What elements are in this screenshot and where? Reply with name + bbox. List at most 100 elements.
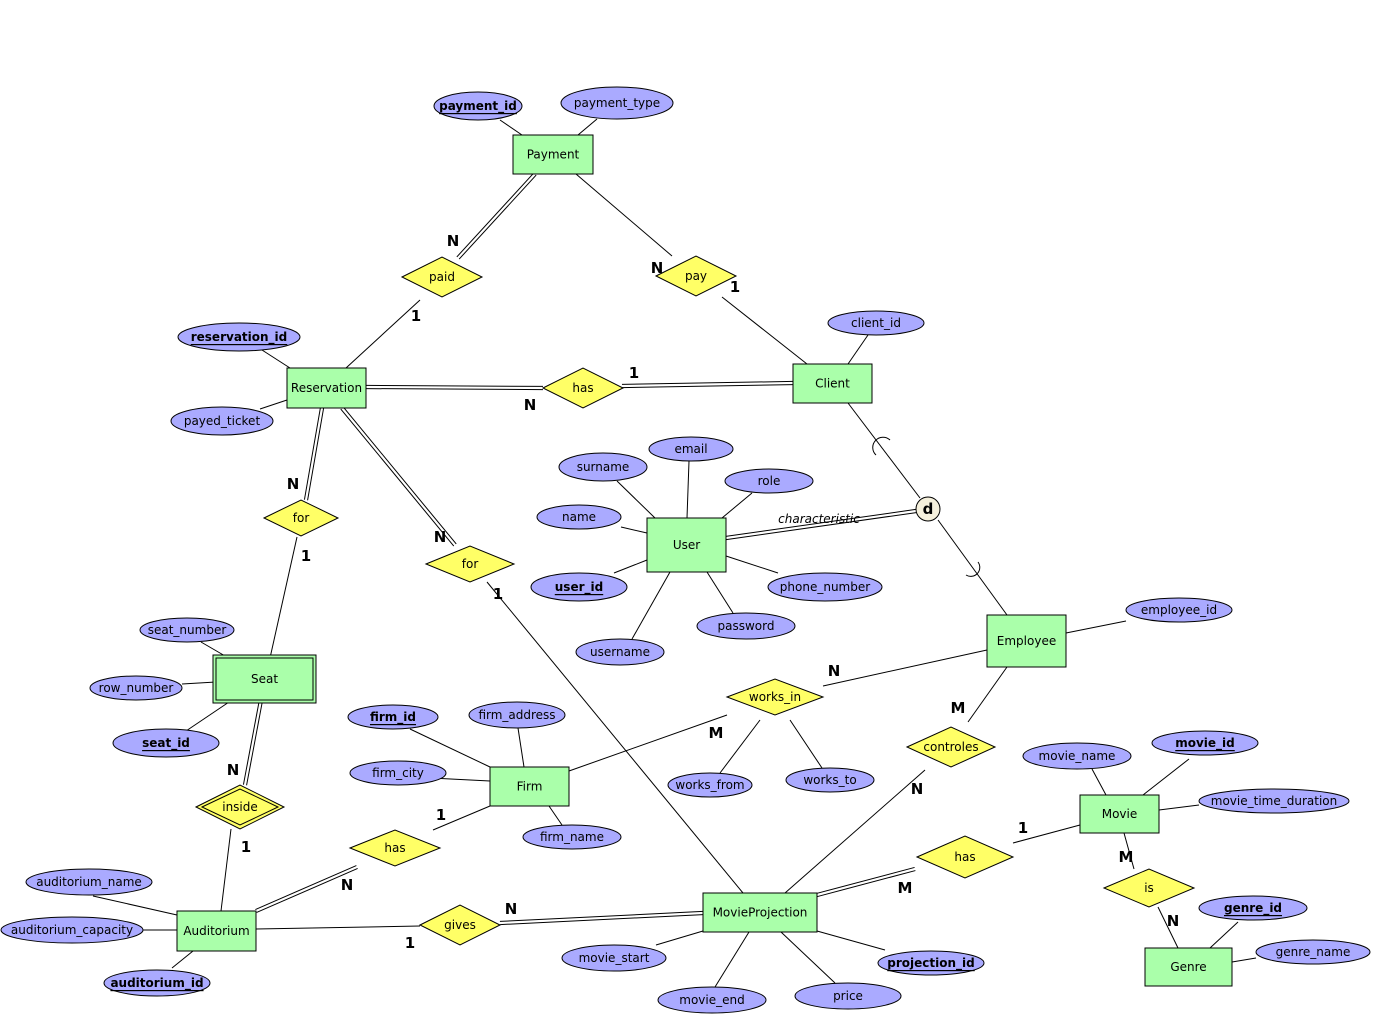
attribute-row-number[interactable]: row_number bbox=[89, 675, 183, 701]
entity-genre[interactable]: Genre bbox=[1144, 947, 1233, 987]
entity-user[interactable]: User bbox=[646, 517, 727, 573]
attribute-auditorium-name[interactable]: auditorium_name bbox=[25, 868, 153, 896]
attribute-firm-id[interactable]: firm_id bbox=[347, 704, 439, 730]
attribute-ellipse bbox=[468, 701, 566, 729]
entity-label: Movie bbox=[1102, 807, 1138, 821]
key-attribute-ellipse bbox=[347, 704, 439, 730]
attribute-movie-time-duration[interactable]: movie_time_duration bbox=[1198, 788, 1350, 814]
attribute-price[interactable]: price bbox=[794, 982, 902, 1010]
attribute-phone-number[interactable]: phone_number bbox=[767, 572, 883, 602]
attribute-email[interactable]: email bbox=[648, 436, 734, 462]
attribute-genre-name[interactable]: genre_name bbox=[1255, 939, 1371, 965]
entity-seat[interactable]: Seat bbox=[212, 654, 317, 704]
relationship-works-in[interactable]: works_in bbox=[725, 678, 825, 716]
connector-line bbox=[92, 895, 178, 916]
relationship-paid[interactable]: paid bbox=[400, 256, 484, 298]
connector-line bbox=[967, 666, 1008, 723]
relationship-diamond bbox=[915, 835, 1015, 879]
attribute-payment-id[interactable]: payment_id bbox=[433, 91, 523, 121]
attribute-employee-id[interactable]: employee_id bbox=[1125, 597, 1233, 623]
attribute-movie-name[interactable]: movie_name bbox=[1022, 742, 1132, 770]
attribute-ellipse bbox=[667, 772, 753, 798]
relationship-gives[interactable]: gives bbox=[418, 904, 502, 946]
attribute-payed-ticket[interactable]: payed_ticket bbox=[170, 406, 274, 436]
entity-payment[interactable]: Payment bbox=[512, 134, 594, 175]
attribute-firm-address[interactable]: firm_address bbox=[468, 701, 566, 729]
attribute-projection-id[interactable]: projection_id bbox=[877, 950, 985, 976]
relationship-controles[interactable]: controles bbox=[905, 726, 997, 768]
attribute-label: movie_name bbox=[1039, 749, 1116, 763]
relationship-is[interactable]: is bbox=[1102, 868, 1196, 908]
connector-line bbox=[616, 480, 656, 519]
connector-line bbox=[937, 519, 1008, 616]
attribute-label: movie_end bbox=[679, 993, 744, 1007]
entity-movie[interactable]: Movie bbox=[1079, 794, 1160, 834]
connector-line bbox=[409, 728, 491, 768]
subset-arc-employee bbox=[965, 561, 981, 577]
attribute-movie-id[interactable]: movie_id bbox=[1151, 730, 1259, 756]
attribute-label: username bbox=[590, 645, 650, 659]
attribute-auditorium-id[interactable]: auditorium_id bbox=[103, 969, 211, 997]
attribute-username[interactable]: username bbox=[575, 638, 665, 666]
cardinality-label: N bbox=[447, 232, 460, 250]
entity-reservation[interactable]: Reservation bbox=[286, 367, 367, 409]
attribute-seat-number[interactable]: seat_number bbox=[139, 617, 235, 643]
relationship-has-projection-movie[interactable]: has bbox=[915, 835, 1015, 879]
key-attribute-label: auditorium_id bbox=[110, 976, 203, 991]
total-participation-line bbox=[342, 406, 457, 545]
attribute-ellipse bbox=[558, 452, 648, 482]
relationship-has-reservation-client[interactable]: has bbox=[541, 367, 625, 409]
attribute-surname[interactable]: surname bbox=[558, 452, 648, 482]
attribute-works-to[interactable]: works_to bbox=[785, 767, 875, 793]
attribute-reservation-id[interactable]: reservation_id bbox=[177, 322, 301, 352]
attribute-ellipse bbox=[25, 868, 153, 896]
attribute-ellipse bbox=[536, 504, 622, 530]
connector-line bbox=[784, 769, 926, 894]
connector-line bbox=[1209, 921, 1239, 949]
entity-client[interactable]: Client bbox=[792, 363, 873, 404]
connector-line bbox=[548, 805, 563, 826]
attribute-ellipse bbox=[827, 310, 925, 336]
attribute-firm-name[interactable]: firm_name bbox=[522, 824, 622, 850]
total-participation-line bbox=[366, 384, 544, 387]
disjoint-specialization[interactable]: d bbox=[915, 496, 941, 522]
connector-line bbox=[220, 828, 232, 912]
attribute-name[interactable]: name bbox=[536, 504, 622, 530]
attribute-role[interactable]: role bbox=[724, 468, 814, 494]
relationship-for-reservation-projection[interactable]: for bbox=[424, 545, 516, 583]
attribute-ellipse bbox=[89, 675, 183, 701]
relationship-for-reservation-seat[interactable]: for bbox=[262, 499, 340, 537]
attribute-seat-id[interactable]: seat_id bbox=[112, 728, 220, 758]
attribute-client-id[interactable]: client_id bbox=[827, 310, 925, 336]
relationship-diamond bbox=[418, 904, 502, 946]
attribute-movie-end[interactable]: movie_end bbox=[657, 986, 767, 1014]
relationship-has-auditorium-firm[interactable]: has bbox=[348, 829, 442, 867]
relationship-label: for bbox=[293, 511, 310, 525]
attribute-firm-city[interactable]: firm_city bbox=[349, 760, 447, 786]
attribute-payment-type[interactable]: payment_type bbox=[560, 86, 674, 120]
entity-auditorium[interactable]: Auditorium bbox=[176, 910, 257, 952]
relationship-pay[interactable]: pay bbox=[654, 255, 738, 297]
attribute-works-from[interactable]: works_from bbox=[667, 772, 753, 798]
cardinality-label: 1 bbox=[436, 806, 446, 824]
connector-line bbox=[816, 930, 886, 951]
relationship-inside[interactable]: inside bbox=[194, 784, 286, 830]
attribute-genre-id[interactable]: genre_id bbox=[1198, 895, 1308, 921]
attribute-user-id[interactable]: user_id bbox=[530, 572, 628, 602]
connector-line bbox=[575, 173, 673, 257]
entity-movieprojection[interactable]: MovieProjection bbox=[702, 892, 818, 933]
attribute-ellipse bbox=[561, 944, 667, 972]
cardinality-label: N bbox=[341, 876, 354, 894]
entity-employee[interactable]: Employee bbox=[986, 614, 1067, 668]
attribute-auditorium-capacity[interactable]: auditorium_capacity bbox=[0, 916, 144, 944]
attribute-movie-start[interactable]: movie_start bbox=[561, 944, 667, 972]
attribute-password[interactable]: password bbox=[696, 612, 796, 640]
attribute-ellipse bbox=[560, 86, 674, 120]
attribute-label: auditorium_name bbox=[36, 875, 142, 889]
total-participation-line bbox=[817, 870, 916, 898]
entity-firm[interactable]: Firm bbox=[489, 766, 570, 807]
attribute-ellipse bbox=[794, 982, 902, 1010]
cardinality-label: 1 bbox=[411, 307, 421, 325]
entity-label: Payment bbox=[527, 148, 580, 162]
